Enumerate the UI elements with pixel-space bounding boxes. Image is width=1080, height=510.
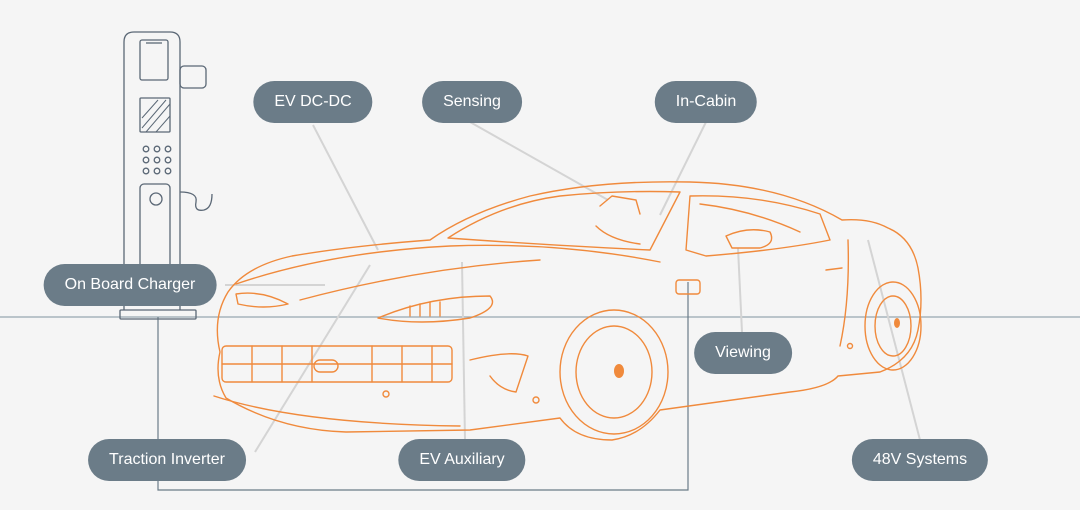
label-ev-auxiliary[interactable]: EV Auxiliary: [398, 439, 526, 481]
car-headlight-right: [377, 295, 494, 323]
rear-hub: [894, 318, 900, 328]
label-48v-systems[interactable]: 48V Systems: [851, 439, 989, 481]
leader-sensing: [469, 121, 609, 201]
charger-socket: [149, 192, 163, 206]
charger-cable-hook: [179, 191, 213, 211]
charging-cable-line: [157, 282, 689, 491]
leader-48v-systems: [867, 239, 921, 441]
car-mirror: [725, 229, 773, 249]
label-in-cabin[interactable]: In-Cabin: [654, 81, 758, 123]
charger-body: [123, 31, 181, 310]
connector-lines: [225, 121, 921, 453]
label-ev-dc-dc[interactable]: EV DC-DC: [253, 81, 373, 123]
front-hub: [614, 364, 624, 378]
leader-viewing: [737, 247, 743, 333]
label-sensing[interactable]: Sensing: [422, 81, 522, 123]
label-traction-inverter[interactable]: Traction Inverter: [88, 439, 246, 481]
car-windshield: [447, 190, 681, 251]
car-hood-line: [235, 244, 661, 285]
car-rear-wheel: [864, 281, 922, 371]
charger-top-panel: [139, 39, 169, 81]
leader-ev-auxiliary: [461, 261, 466, 441]
label-on-board-charger[interactable]: On Board Charger: [43, 264, 217, 306]
charger-display: [139, 97, 171, 133]
leader-ev-dc-dc: [312, 124, 379, 251]
car-headlight-left: [235, 292, 289, 308]
leader-in-cabin: [659, 121, 707, 216]
charger-base: [119, 309, 197, 320]
car-side-window: [685, 195, 831, 257]
charger-handle: [179, 65, 207, 89]
car-body-outline: [216, 181, 922, 441]
label-viewing[interactable]: Viewing: [694, 332, 792, 374]
charger-keypad: [142, 145, 172, 175]
sports-car: [213, 181, 922, 441]
car-front-wheel: [559, 309, 669, 435]
